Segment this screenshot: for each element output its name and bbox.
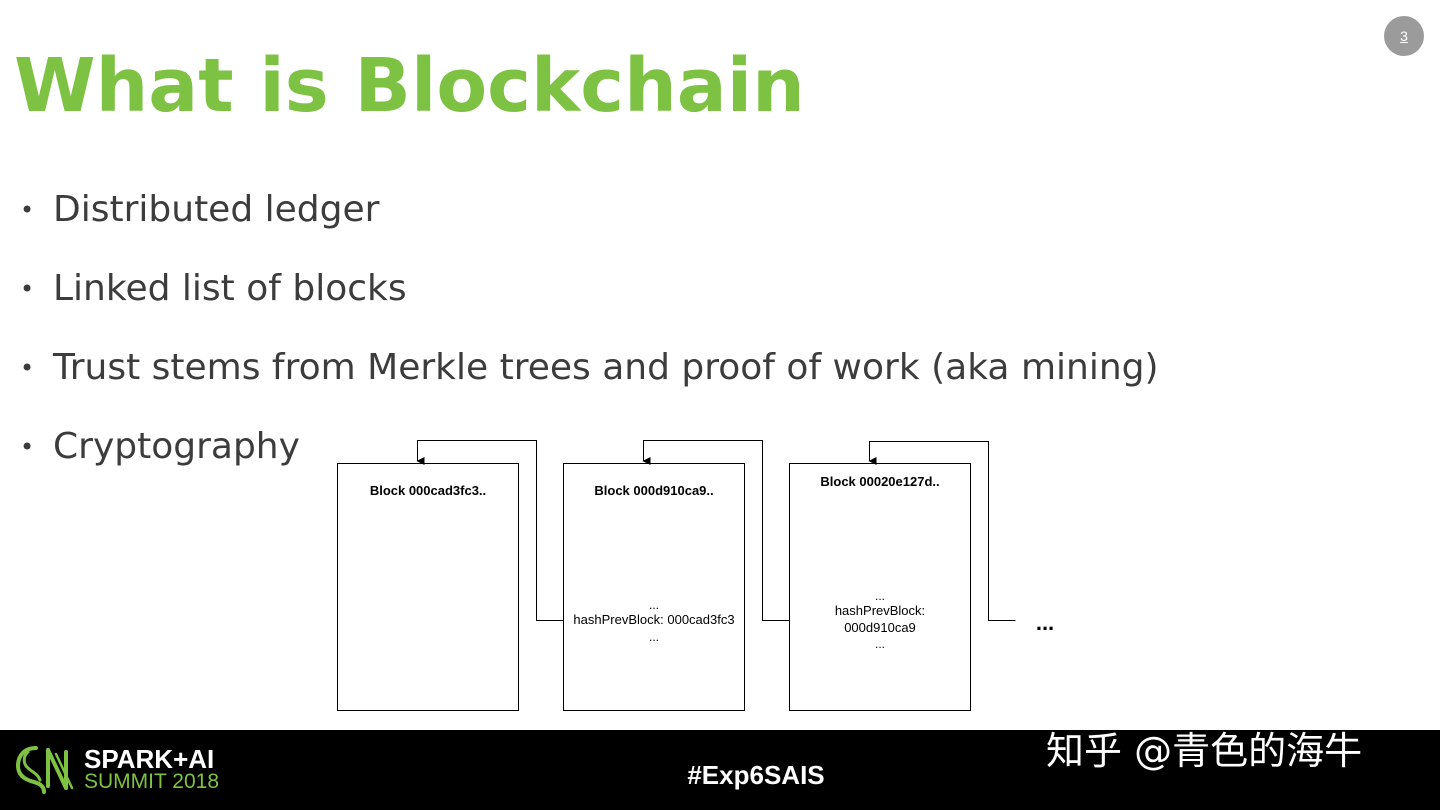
- bullet-text: Linked list of blocks: [53, 268, 407, 309]
- bullet-dot: •: [20, 432, 35, 461]
- block-box: [563, 463, 745, 711]
- blockchain-diagram: Block 000cad3fc3.. Block 000d910ca9.. ..…: [337, 440, 1054, 711]
- block-field-text: hashPrevBlock:: [835, 603, 925, 618]
- bullet-item: • Trust stems from Merkle trees and proo…: [18, 328, 1159, 407]
- block-field-text: hashPrevBlock: 000cad3fc3: [573, 612, 734, 627]
- block-field-text: 000d910ca9: [844, 620, 916, 635]
- event-hashtag: #Exp6SAIS: [687, 760, 825, 790]
- logo-text-spark-ai: SPARK+AI: [84, 744, 215, 774]
- bullet-dot: •: [20, 274, 35, 303]
- bullet-text: Cryptography: [53, 426, 300, 467]
- block-box: [789, 463, 971, 711]
- footer-bar: SPARK+AI SUMMIT 2018 #Exp6SAIS: [0, 730, 1440, 810]
- bullet-text: Distributed ledger: [53, 189, 380, 230]
- page-number-badge: 3: [1384, 16, 1424, 56]
- block-title: Block 000d910ca9..: [594, 483, 713, 498]
- block-field-text: ...: [649, 598, 659, 612]
- block-field-text: ...: [875, 589, 885, 603]
- spark-ai-logo: [15, 746, 74, 794]
- bullet-dot: •: [20, 353, 35, 382]
- slide-title: What is Blockchain: [14, 43, 805, 129]
- link-arrow: [416, 440, 564, 621]
- link-arrow: [868, 441, 1016, 621]
- block-title: Block 000cad3fc3..: [370, 483, 486, 498]
- block-box: [337, 463, 519, 711]
- continuation-ellipsis: ...: [1036, 610, 1054, 635]
- watermark-text: 知乎 @青色的海牛: [1046, 729, 1363, 773]
- bullet-item: • Distributed ledger: [18, 170, 1159, 249]
- bullet-text: Trust stems from Merkle trees and proof …: [53, 347, 1159, 388]
- bullet-item: • Cryptography: [18, 407, 1159, 486]
- logo-text-summit: SUMMIT 2018: [84, 770, 219, 793]
- block-title: Block 00020e127d..: [820, 474, 939, 489]
- bullet-dot: •: [20, 195, 35, 224]
- bullet-item: • Linked list of blocks: [18, 249, 1159, 328]
- link-arrow: [642, 440, 790, 621]
- block-field-text: ...: [875, 637, 885, 651]
- bullet-list: • Distributed ledger • Linked list of bl…: [18, 170, 1159, 486]
- block-field-text: ...: [649, 630, 659, 644]
